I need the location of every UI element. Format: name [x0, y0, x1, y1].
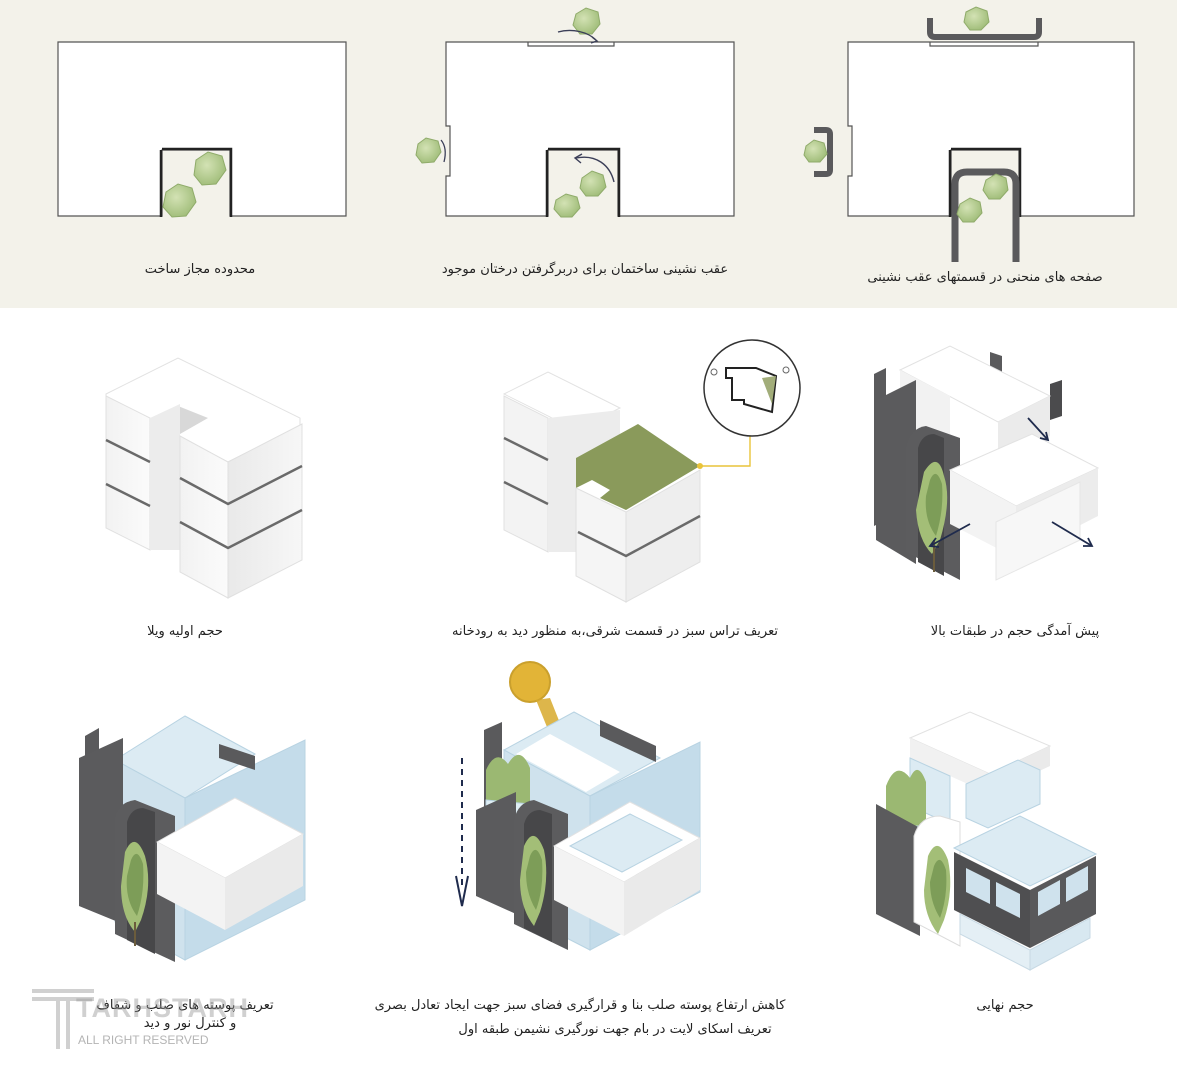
caption-plan-3: صفحه های منحنی در قسمتهای عقب نشینی: [867, 270, 1103, 285]
plan-allowed-area: [57, 6, 1135, 262]
massing-initial-villa: [105, 357, 303, 599]
caption-mass-5-line1: کاهش ارتفاع پوسته صلب بنا و قرارگیری فضا…: [374, 998, 786, 1013]
caption-plan-2: عقب نشینی ساختمان برای دربرگرفتن درختان …: [441, 262, 729, 277]
caption-mass-6: حجم نهایی: [976, 998, 1034, 1013]
caption-mass-5-line2: تعریف اسکای لایت در بام جهت نورگیری نشیم…: [458, 1022, 772, 1037]
caption-mass-4-line2: و کنترل نور و دید: [143, 1016, 237, 1031]
caption-mass-4-line1: تعریف پوسته های صلب و شفاف: [96, 998, 274, 1013]
watermark-brand: TARHSTARH: [76, 993, 249, 1023]
watermark: TARHSTARH ALL RIGHT RESERVED: [28, 985, 248, 1055]
massing-upper-projection: [874, 345, 1100, 581]
caption-plan-1: محدوده مجاز ساخت: [144, 262, 256, 277]
caption-mass-2: تعریف تراس سبز در قسمت شرقی،به منظور دید…: [452, 624, 778, 639]
massing-lowered-shell-skylight: [455, 661, 702, 951]
massing-final-volume: [876, 711, 1098, 971]
watermark-rights: ALL RIGHT RESERVED: [78, 1033, 209, 1047]
caption-mass-3: پیش آمدگی حجم در طبقات بالا: [930, 624, 1100, 639]
watermark-logo-icon: [32, 989, 94, 1049]
massing-green-terrace: [502, 339, 801, 603]
massing-solid-transparent-shells: [79, 715, 306, 962]
caption-mass-1: حجم اولیه ویلا: [147, 624, 223, 639]
